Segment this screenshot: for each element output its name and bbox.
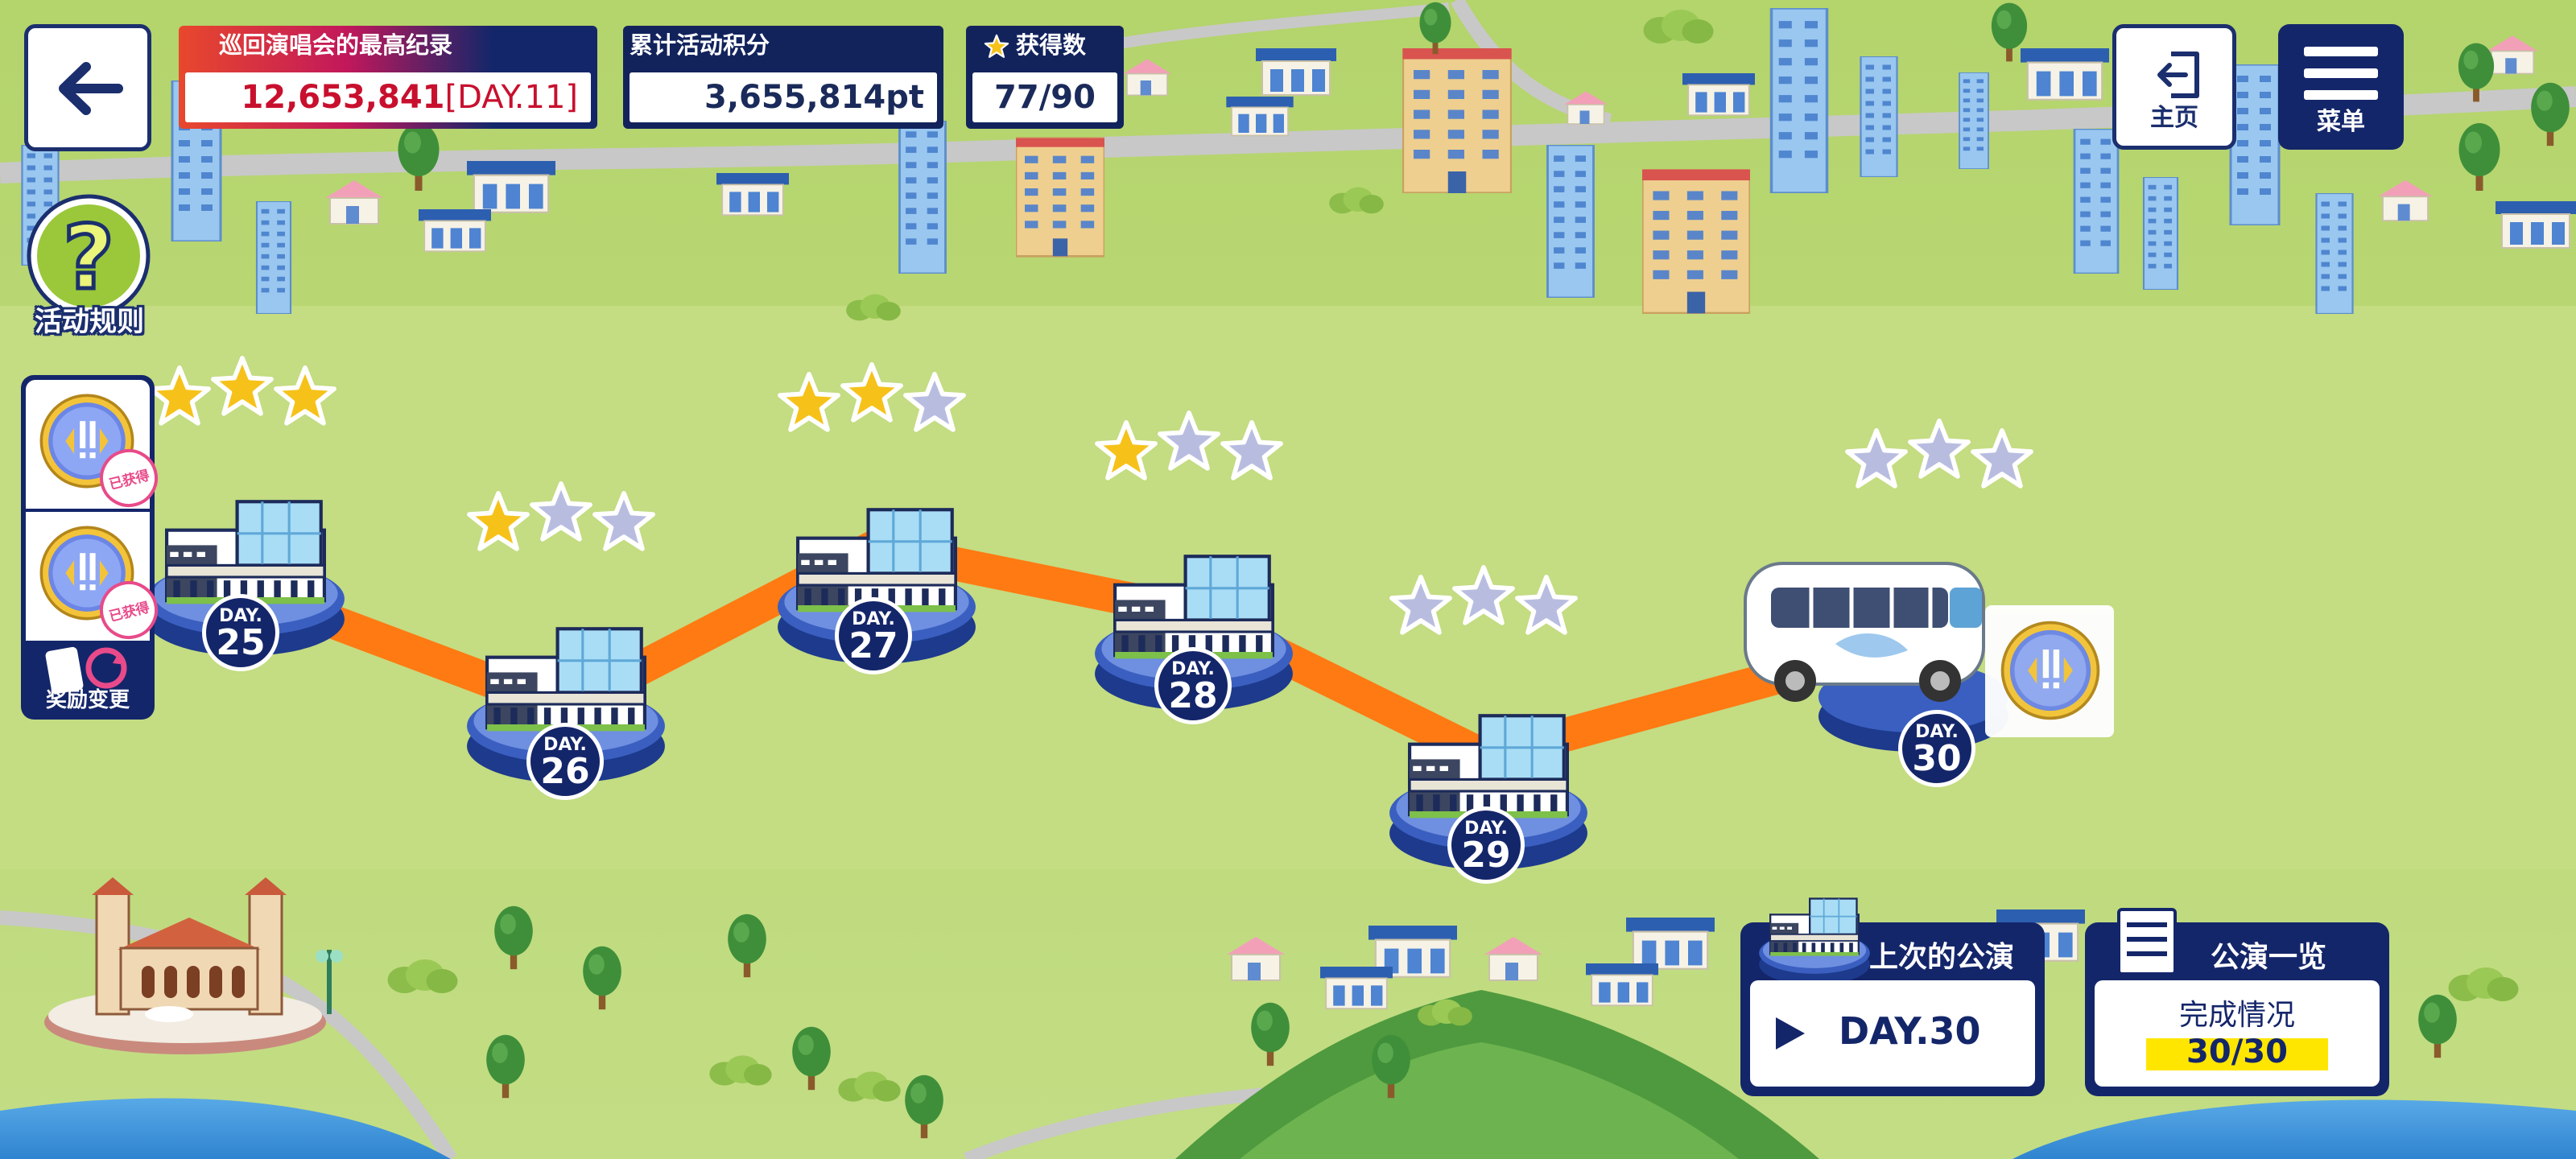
star-empty-icon [1156,409,1222,475]
star-earned-icon [272,364,338,430]
reward-medal-icon [1998,618,2103,723]
last-performance-box: DAY.30 [1750,980,2035,1087]
performance-list-card[interactable]: 公演一览 完成情况 30/30 [2085,908,2389,1096]
stage-day-prefix: DAY. [1464,819,1508,839]
star-empty-icon [591,489,657,555]
star-earned-icon [839,361,905,427]
star-count-panel: 获得数 77/90 [966,26,1124,129]
star-earned-icon [1093,419,1159,485]
completion-value: 30/30 [2186,1033,2288,1070]
concert-hall-icon [1758,893,1871,988]
question-mark-icon: ? [27,194,151,318]
last-performance-value: DAY.30 [1839,1009,1981,1053]
star-empty-icon [1388,573,1454,639]
completion-bar [2146,1038,2328,1070]
rules-label: 活动规则 [35,306,144,338]
stage-day-badge[interactable]: DAY.27 [835,597,912,674]
stage-day-number: 29 [1461,835,1511,876]
star-empty-icon [1969,427,2035,493]
event-points-panel: 累计活动积分 3,655,814pt [623,26,943,129]
obtained-stamp-text: 已获得 [107,599,151,625]
stage-day-number: 25 [216,622,266,663]
last-performance-title: 上次的公演 [1869,941,2015,974]
star-empty-icon [1843,427,1909,493]
reward-change-button[interactable]: 奖励变更 [26,644,150,715]
menu-button[interactable]: 菜单 [2278,24,2404,150]
obtained-stamp-text: 已获得 [107,467,151,493]
svg-text:?: ? [63,206,114,309]
star-empty-icon [1513,573,1579,639]
stage-day-prefix: DAY. [543,735,587,755]
tour-bus [1744,562,1985,702]
list-document-icon [2117,908,2177,975]
reward-slot-2[interactable]: 已获得 [26,512,164,645]
record-value-box: 12,653,841[DAY.11] [185,72,591,122]
performance-list-box: 完成情况 30/30 [2095,980,2380,1087]
stage-day-number: 30 [1912,738,1962,779]
completion-label: 完成情况 [2178,999,2295,1032]
day30-reward-card[interactable] [1985,605,2114,737]
star-earned-icon [209,354,275,420]
stage-day-badge[interactable]: DAY.26 [526,723,604,800]
plaza-landmark [44,877,343,1054]
play-icon [1776,1017,1805,1050]
star-empty-icon [902,370,968,436]
stage-day-badge[interactable]: DAY.28 [1154,647,1232,724]
home-label: 主页 [2150,104,2198,132]
star-empty-icon [528,480,594,546]
stage-day-prefix: DAY. [852,609,895,629]
rules-button[interactable]: ? 活动规则 [21,193,158,338]
card-swap-icon [45,646,127,694]
stage-day-prefix: DAY. [1915,722,1959,742]
record-panel: 巡回演唱会的最高纪录 12,653,841[DAY.11] [179,26,597,129]
star-earned-icon [776,370,842,436]
star-count-label: 获得数 [1016,31,1087,59]
star-icon [984,34,1009,60]
reward-slot-1[interactable]: 已获得 [26,380,164,514]
home-button[interactable]: 主页 [2112,24,2236,150]
star-empty-icon [1451,563,1517,629]
performance-list-title: 公演一览 [2211,941,2327,974]
back-button[interactable] [24,24,151,151]
reward-change-label: 奖励变更 [45,688,130,712]
menu-label: 菜单 [2317,108,2365,136]
star-empty-icon [1906,417,1972,483]
stage-day-prefix: DAY. [219,606,262,626]
record-value: 12,653,841 [241,79,445,116]
stage-day-badge[interactable]: DAY.25 [202,594,279,671]
star-earned-icon [465,489,531,555]
record-day: [DAY.11] [444,79,578,116]
star-earned-icon [147,364,213,430]
stage-day-prefix: DAY. [1171,659,1215,679]
hamburger-icon [2304,47,2378,100]
exit-door-icon [2157,52,2199,98]
reward-panel: 已获得 已获得 奖励变更 [21,375,164,720]
stage-day-number: 28 [1168,675,1218,716]
star-empty-icon [1219,419,1285,485]
record-label: 巡回演唱会的最高纪录 [219,31,453,59]
event-points-value: 3,655,814pt [630,72,937,122]
stage-day-badge[interactable]: DAY.29 [1447,806,1525,884]
star-count-value: 77/90 [972,72,1117,122]
stage-day-number: 27 [848,625,898,666]
event-points-label: 累计活动积分 [630,31,770,59]
stage-day-number: 26 [540,751,590,792]
back-arrow-icon [59,62,123,115]
last-performance-card[interactable]: 上次的公演 DAY.30 [1740,922,2045,1096]
stage-day-badge[interactable]: DAY.30 [1898,710,1975,787]
